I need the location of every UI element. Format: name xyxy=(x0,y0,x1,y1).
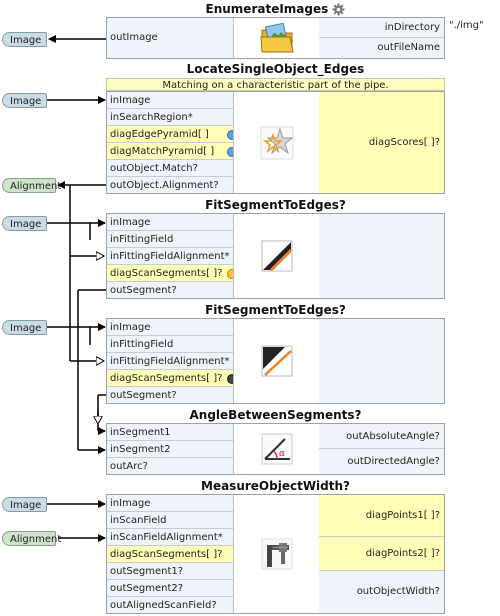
svg-text:α: α xyxy=(279,449,285,459)
image-tag[interactable]: Image xyxy=(2,320,47,335)
alignment-tag[interactable]: Alignment xyxy=(2,531,61,546)
port-diag-scan-segments[interactable]: diagScanSegments[ ]? xyxy=(107,370,237,387)
port-in-image[interactable]: inImage xyxy=(107,92,233,109)
port-diag-points-1[interactable]: diagPoints1[ ]? xyxy=(319,495,444,537)
image-tag[interactable]: Image xyxy=(2,216,47,231)
angle-icon: α xyxy=(261,433,293,465)
port-out-file-name[interactable]: outFileName xyxy=(377,42,440,53)
port-in-fitting-field-alignment[interactable]: inFittingFieldAlignment* xyxy=(107,248,233,265)
port-out-segment-2[interactable]: outSegment2? xyxy=(107,580,233,597)
block-locate-single-object-edges[interactable]: inImage inSearchRegion* diagEdgePyramid[… xyxy=(106,91,445,194)
port-out-segment[interactable]: outSegment? xyxy=(110,390,177,401)
port-out-segment[interactable]: outSegment? xyxy=(110,285,177,296)
block-title-measure[interactable]: MeasureObjectWidth? xyxy=(201,479,350,493)
port-in-directory[interactable]: inDirectory xyxy=(319,18,444,38)
port-in-fitting-field[interactable]: inFittingField xyxy=(107,336,233,353)
star-match-icon xyxy=(260,126,294,159)
image-tag[interactable]: Image xyxy=(2,32,47,47)
in-directory-value[interactable]: "./img" xyxy=(449,20,484,31)
port-out-arc[interactable]: outArc? xyxy=(110,461,148,472)
caliper-icon xyxy=(261,538,293,570)
port-diag-match-pyramid[interactable]: diagMatchPyramid[ ] xyxy=(107,143,237,160)
folder-image-icon xyxy=(260,22,294,53)
image-tag[interactable]: Image xyxy=(2,93,47,108)
block-fit-segment-to-edges-1[interactable]: inImage inFittingField inFittingFieldAli… xyxy=(106,213,445,299)
port-in-image[interactable]: inImage xyxy=(107,495,233,512)
image-tag[interactable]: Image xyxy=(2,497,47,512)
port-out-segment-1[interactable]: outSegment1? xyxy=(107,563,233,580)
port-out-directed-angle[interactable]: outDirectedAngle? xyxy=(347,456,440,467)
block-fit-segment-to-edges-2[interactable]: inImage inFittingField inFittingFieldAli… xyxy=(106,318,445,404)
port-in-fitting-field-alignment[interactable]: inFittingFieldAlignment* xyxy=(107,353,233,370)
block-title-angle[interactable]: AngleBetweenSegments? xyxy=(189,408,362,422)
port-in-search-region[interactable]: inSearchRegion* xyxy=(107,109,233,126)
port-out-image[interactable]: outImage xyxy=(110,32,158,43)
block-title-locate[interactable]: LocateSingleObject_Edges xyxy=(186,62,365,76)
block-angle-between-segments[interactable]: inSegment1 inSegment2 outArc? α outAbsol… xyxy=(106,423,445,475)
block-title-enumerate[interactable]: EnumerateImages xyxy=(106,1,445,17)
gear-icon[interactable] xyxy=(332,3,345,16)
fit-segment-icon xyxy=(261,345,293,377)
port-out-object-width[interactable]: outObjectWidth? xyxy=(356,586,440,597)
block-title-fit-segment-2[interactable]: FitSegmentToEdges? xyxy=(205,303,346,317)
port-in-scan-field[interactable]: inScanField xyxy=(107,512,233,529)
block-measure-object-width[interactable]: inImage inScanField inScanFieldAlignment… xyxy=(106,494,445,614)
port-in-image[interactable]: inImage xyxy=(107,214,233,231)
port-diag-points-2[interactable]: diagPoints2[ ]? xyxy=(319,537,444,571)
port-in-scan-field-alignment[interactable]: inScanFieldAlignment* xyxy=(107,529,233,546)
block-enumerate-images[interactable]: outImage inDirectory outFileName xyxy=(106,17,445,59)
port-out-object-match[interactable]: outObject.Match? xyxy=(107,160,233,177)
port-diag-scores[interactable]: diagScores[ ]? xyxy=(319,92,444,193)
port-diag-edge-pyramid[interactable]: diagEdgePyramid[ ] xyxy=(107,126,237,143)
port-in-segment-1[interactable]: inSegment1 xyxy=(107,424,233,441)
port-in-fitting-field[interactable]: inFittingField xyxy=(107,231,233,248)
fit-segment-icon xyxy=(261,240,293,272)
port-out-object-alignment[interactable]: outObject.Alignment? xyxy=(110,180,219,191)
port-out-aligned-scan-field[interactable]: outAlignedScanField? xyxy=(110,600,217,611)
port-out-absolute-angle[interactable]: outAbsoluteAngle? xyxy=(319,424,444,449)
port-in-segment-2[interactable]: inSegment2 xyxy=(107,441,233,458)
block-title-fit-segment-1[interactable]: FitSegmentToEdges? xyxy=(205,198,346,212)
port-in-image[interactable]: inImage xyxy=(107,319,233,336)
alignment-tag[interactable]: Alignment xyxy=(2,178,61,193)
port-diag-scan-segments[interactable]: diagScanSegments[ ]? xyxy=(107,546,233,563)
block-comment: Matching on a characteristic part of the… xyxy=(106,78,445,91)
port-diag-scan-segments[interactable]: diagScanSegments[ ]? xyxy=(107,265,237,282)
